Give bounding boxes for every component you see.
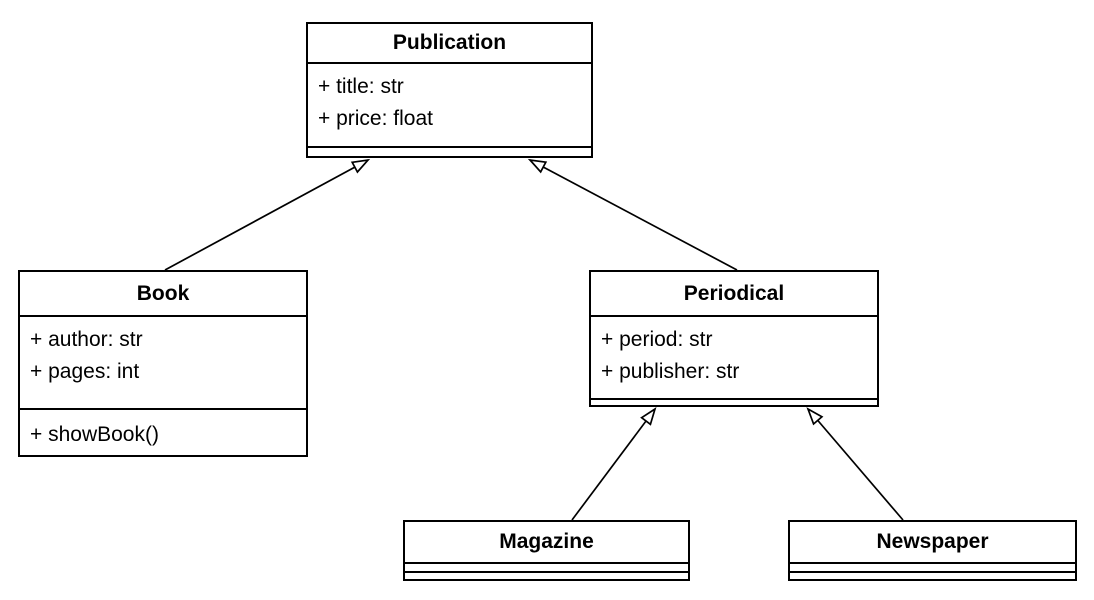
class-name-newspaper: Newspaper (876, 530, 989, 553)
class-box-magazine: Magazine (403, 520, 690, 581)
generalization-arrow-periodical-to-publication (527, 158, 738, 271)
class-box-periodical: Periodical + period: str + publisher: st… (589, 270, 879, 407)
generalization-arrow-newspaper-to-periodical (806, 407, 904, 521)
attribute: + publisher: str (601, 360, 740, 383)
class-name-periodical: Periodical (591, 272, 877, 317)
attributes-compartment-newspaper-empty (790, 562, 1075, 571)
class-name-publication: Publication (308, 24, 591, 64)
class-box-book: Book + author: str + pages: int + showBo… (18, 270, 308, 457)
class-name-book: Book (20, 272, 306, 317)
class-name-magazine: Magazine (499, 530, 594, 553)
attributes-compartment-publication: + title: str + price: float (308, 64, 591, 146)
class-box-newspaper: Newspaper (788, 520, 1077, 581)
attribute: + author: str (30, 328, 143, 351)
attributes-compartment-book: + author: str + pages: int (20, 317, 306, 408)
generalization-arrow-magazine-to-periodical (571, 407, 657, 521)
class-box-publication: Publication + title: str + price: float (306, 22, 593, 158)
method: + showBook() (30, 423, 159, 446)
attributes-compartment-periodical: + period: str + publisher: str (591, 317, 877, 398)
attribute: + pages: int (30, 360, 140, 383)
attributes-compartment-magazine-empty (405, 562, 688, 571)
attribute: + period: str (601, 328, 713, 351)
generalization-arrow-book-to-publication (164, 158, 371, 271)
attribute: + title: str (318, 75, 404, 98)
methods-compartment-book: + showBook() (20, 408, 306, 455)
methods-compartment-newspaper-empty (790, 571, 1075, 579)
methods-compartment-publication-empty (308, 146, 591, 156)
attribute: + price: float (318, 107, 433, 130)
methods-compartment-periodical-empty (591, 398, 877, 405)
methods-compartment-magazine-empty (405, 571, 688, 579)
